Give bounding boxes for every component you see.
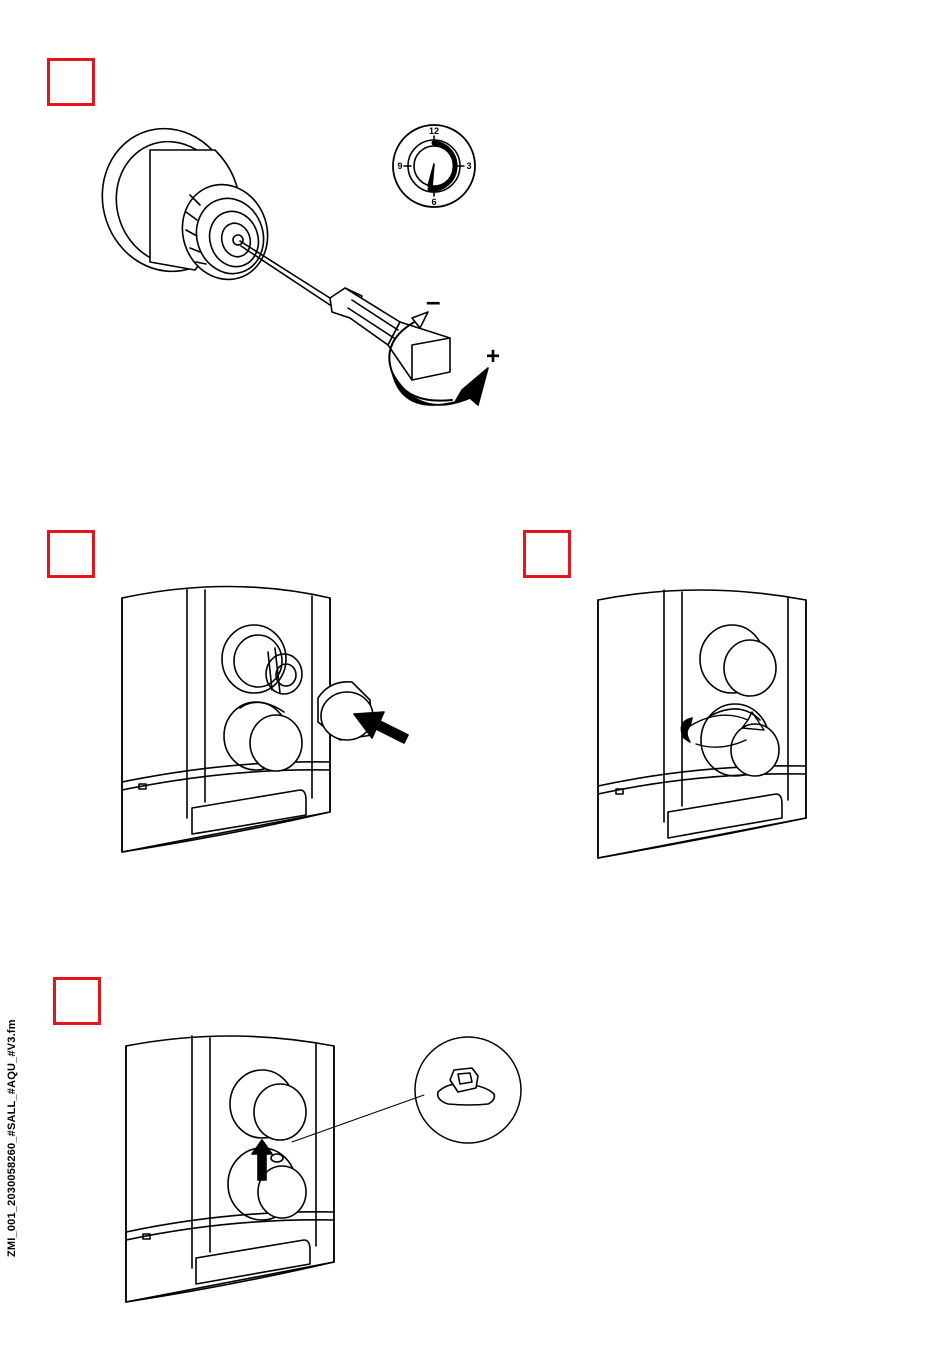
dial-label-9: 9 <box>397 161 402 171</box>
dial-label-3: 3 <box>466 161 471 171</box>
clock-dial-icon <box>393 125 475 207</box>
cartridge-illustration <box>84 111 280 290</box>
shower-panel-step3 <box>598 590 806 858</box>
shower-panel-step4 <box>126 1036 424 1302</box>
shower-panel-step2 <box>122 587 373 853</box>
cover-cap-zoom-icon <box>415 1037 521 1143</box>
screwdriver-icon <box>240 241 450 380</box>
document-code: ZMI_001_2030058260_#SALL_#AQU_#V3.fm <box>6 1067 20 1257</box>
plus-sign: + <box>486 343 500 370</box>
dial-label-12: 12 <box>429 126 439 136</box>
minus-sign: – <box>426 286 440 316</box>
dial-label-6: 6 <box>431 197 436 207</box>
